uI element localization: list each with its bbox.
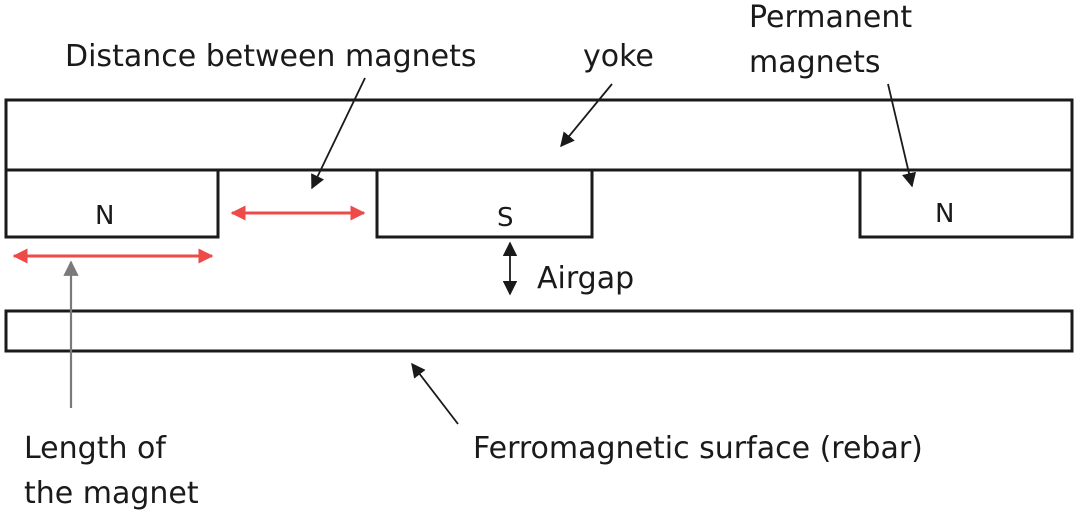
yoke-pointer-arrow	[560, 83, 613, 148]
permanent-label-line1: Permanent	[749, 0, 912, 35]
distance-label: Distance between magnets	[65, 39, 477, 74]
pole-label-n-right: N	[935, 199, 954, 229]
yoke-bar	[4, 98, 1074, 172]
ferro-pointer-arrow	[411, 362, 459, 425]
magnet-n-left	[4, 168, 220, 239]
length-label-line1: Length of	[24, 431, 167, 466]
airgap-label: Airgap	[537, 261, 634, 296]
permanent-pointer-arrow	[887, 83, 917, 188]
pole-label-n-left: N	[95, 201, 114, 231]
yoke-label: yoke	[583, 39, 654, 74]
distance-pointer-arrow	[311, 77, 366, 190]
ferromagnetic-bar	[4, 309, 1074, 353]
magnet-s-center	[375, 168, 594, 239]
magnet-n-right	[858, 168, 1074, 239]
ferromagnetic-label: Ferromagnetic surface (rebar)	[473, 431, 923, 466]
permanent-label-line2: magnets	[749, 45, 881, 80]
length-label-line2: the magnet	[24, 476, 199, 511]
pole-label-s: S	[497, 203, 514, 233]
